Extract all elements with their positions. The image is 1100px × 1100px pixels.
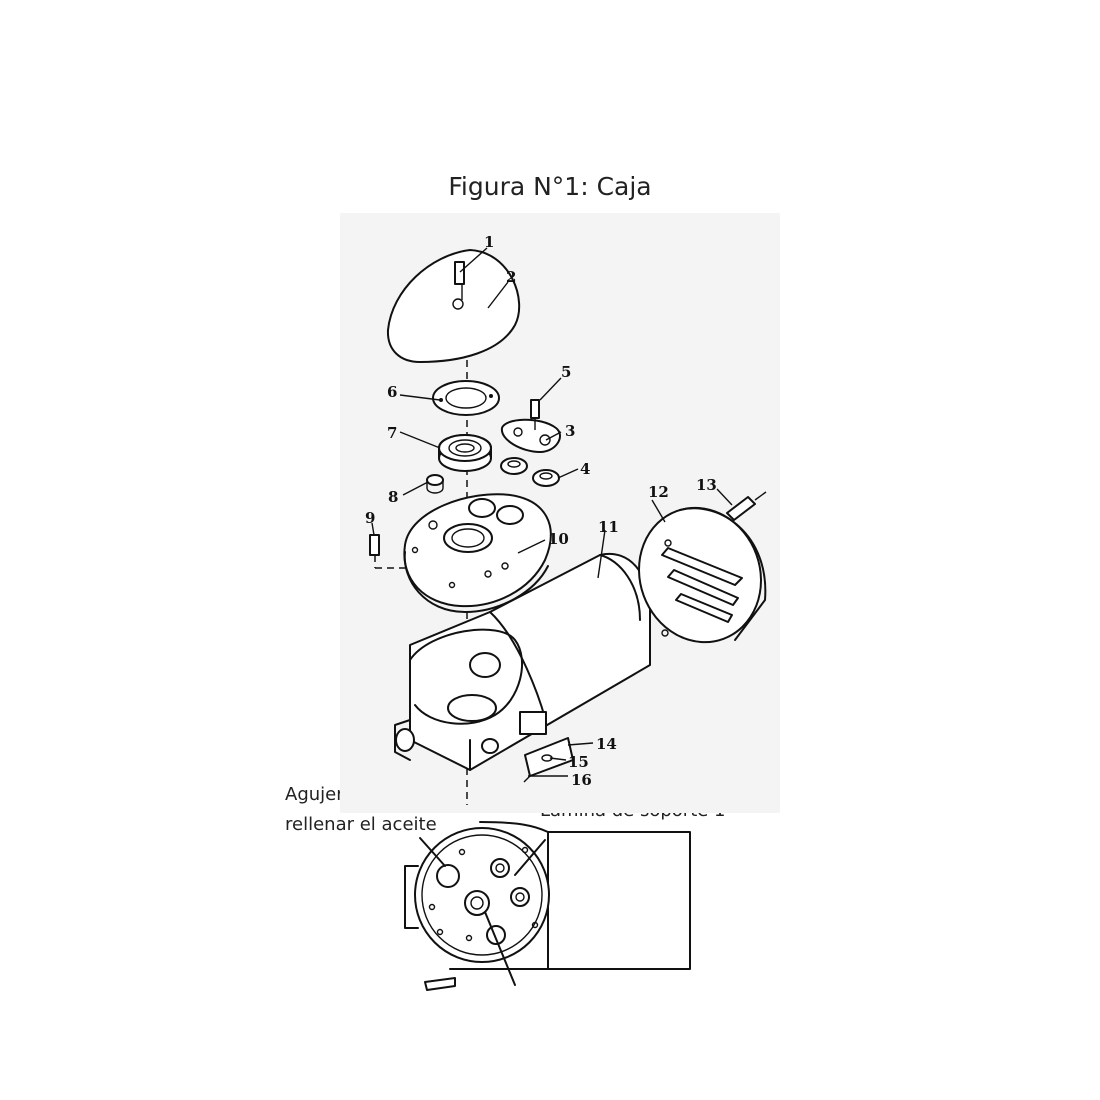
part-number-8: 8 [388, 488, 398, 506]
oil-hole-label-line2: rellenar el aceite [285, 814, 437, 835]
part-number-7: 7 [387, 424, 397, 442]
part-number-1: 1 [484, 233, 494, 251]
part-number-12: 12 [648, 483, 669, 501]
part-number-9: 9 [365, 509, 375, 527]
part-small-bearings [500, 457, 560, 487]
part-housing [394, 552, 651, 771]
part-cover [386, 249, 521, 363]
part-number-14: 14 [596, 735, 617, 753]
part-number-6: 6 [387, 383, 397, 401]
part-number-15: 15 [568, 753, 589, 771]
part-number-5: 5 [561, 363, 571, 381]
part-number-2: 2 [506, 268, 516, 286]
part-end-cover [638, 506, 767, 644]
part-gasket [432, 380, 500, 416]
part-number-13: 13 [696, 476, 717, 494]
part-number-4: 4 [580, 460, 590, 478]
part-small-plate [500, 418, 561, 453]
part-number-16: 16 [571, 771, 592, 789]
leader-lines [371, 247, 733, 777]
part-screw-5 [530, 399, 540, 430]
part-number-3: 3 [565, 422, 575, 440]
part-cap [426, 474, 444, 494]
bottom-view [404, 821, 691, 991]
part-main-bearing [438, 434, 492, 472]
part-bolt-13 [726, 491, 767, 521]
part-number-11: 11 [598, 518, 619, 536]
part-numbers: 1 2 3 4 5 6 7 8 9 10 11 12 13 14 15 16 [365, 233, 717, 789]
part-flange [403, 493, 552, 613]
figure-title: Figura N°1: Caja [448, 172, 652, 201]
part-number-10: 10 [548, 530, 569, 548]
